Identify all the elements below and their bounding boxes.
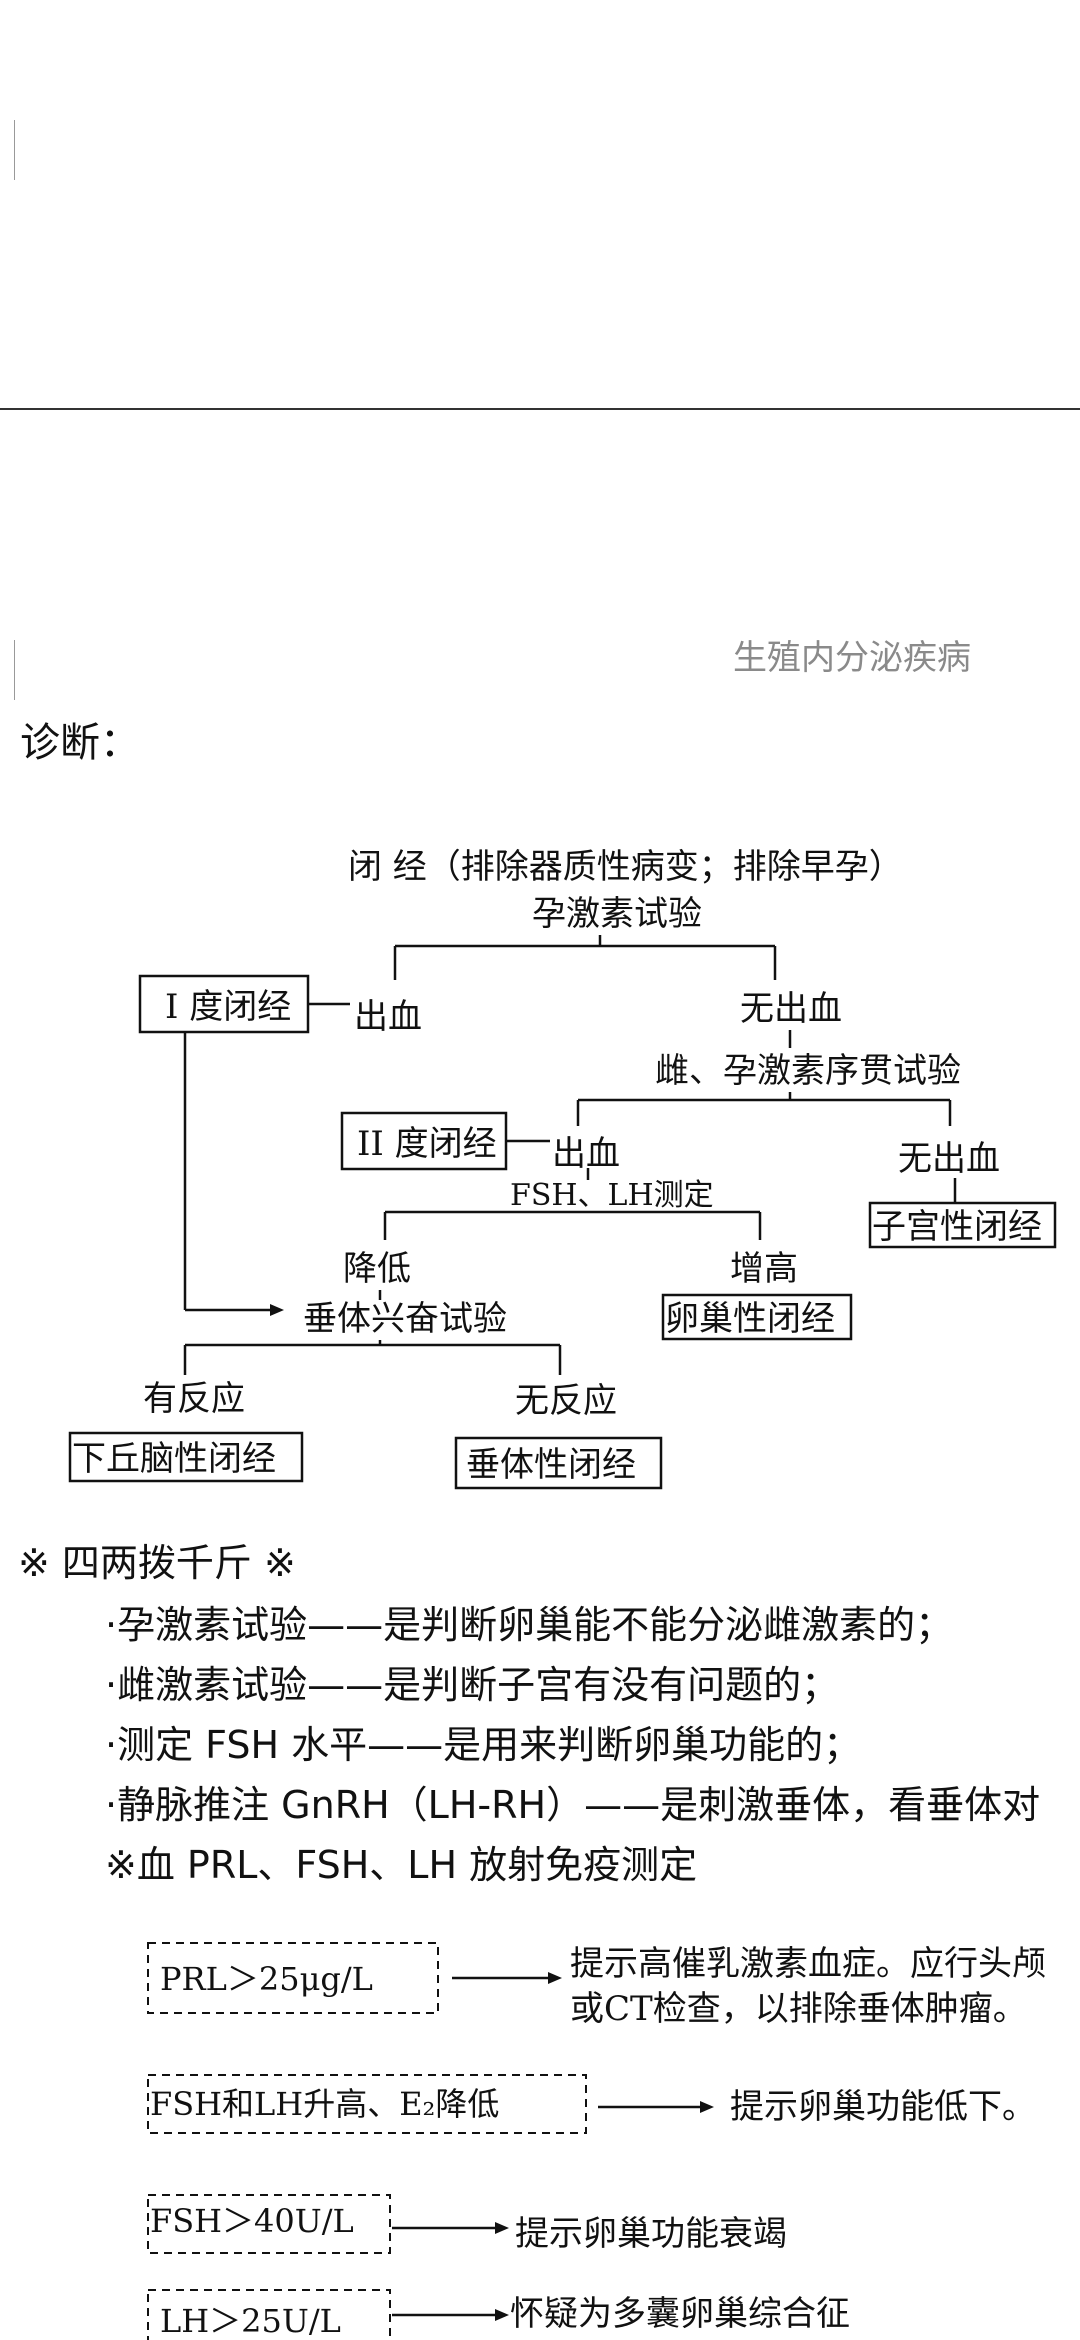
- arrowhead: [700, 2101, 714, 2113]
- tip-line: ·静脉推注 GnRH（LH-RH）——是刺激垂体，看垂体对: [105, 1783, 1041, 1827]
- flow-decreased: 降低: [343, 1249, 411, 1289]
- flow-response: 有反应: [143, 1379, 245, 1419]
- arrowhead: [495, 2309, 509, 2321]
- tips-title: ※ 四两拨千斤 ※: [18, 1541, 296, 1585]
- lab-result: 提示卵巢功能衰竭: [515, 2214, 787, 2254]
- uterine-box: [868, 1201, 1057, 1249]
- arrowhead: [548, 1972, 562, 1984]
- flow-degree1: I 度闭经: [165, 987, 291, 1027]
- tip-line: ·测定 FSH 水平——是用来判断卵巢功能的；: [105, 1723, 862, 1767]
- diagnosis-heading: 诊断：: [20, 720, 140, 766]
- flow-hypothalamic: 下丘脑性闭经: [72, 1439, 276, 1479]
- flow-start: 闭 经（排除器质性病变；排除早孕）: [348, 847, 903, 887]
- page-divider: [0, 408, 1080, 410]
- tip-line: ·雌激素试验——是判断子宫有没有问题的；: [105, 1663, 840, 1707]
- flow-pituitary: 垂体性闭经: [466, 1445, 636, 1485]
- flow-ep-test: 雌、孕激素序贯试验: [655, 1051, 961, 1091]
- ovarian-box: [661, 1293, 853, 1341]
- flow-progesterone-test: 孕激素试验: [532, 894, 702, 934]
- flow-bleeding-2: 出血: [552, 1134, 620, 1174]
- lab-result: 或CT检查，以排除垂体肿瘤。: [570, 1989, 1027, 2029]
- flow-no-response: 无反应: [515, 1381, 617, 1421]
- lab-condition-box: [147, 2194, 391, 2254]
- flow-increased: 增高: [730, 1249, 798, 1289]
- lab-condition: FSH＞40U/L: [150, 2202, 354, 2240]
- lab-condition: FSH和LH升高、E₂降低: [150, 2085, 499, 2123]
- lab-condition-box: [147, 2289, 391, 2340]
- arrowhead: [495, 2222, 509, 2234]
- flow-fsh-lh: FSH、LH测定: [510, 1178, 714, 1213]
- flow-no-bleeding-1: 无出血: [740, 989, 842, 1029]
- flow-bleeding-1: 出血: [354, 997, 422, 1037]
- lab-condition: LH＞25U/L: [160, 2302, 341, 2340]
- lab-condition-box: [147, 1942, 439, 2014]
- lab-condition-box: [147, 2074, 587, 2134]
- lab-result: 提示高催乳激素血症。应行头颅: [570, 1944, 1046, 1984]
- page-corner-mark: [0, 120, 15, 180]
- pituitary-box: [454, 1436, 663, 1490]
- flow-pituitary-test: 垂体兴奋试验: [303, 1299, 507, 1339]
- lab-condition: PRL＞25μg/L: [160, 1960, 373, 1998]
- tip-line: ·孕激素试验——是判断卵巢能不能分泌雌激素的；: [105, 1603, 954, 1647]
- flow-no-bleeding-2: 无出血: [898, 1139, 1000, 1179]
- lab-result: 提示卵巢功能低下。: [730, 2087, 1036, 2127]
- blood-test-title: ※血 PRL、FSH、LH 放射免疫测定: [105, 1843, 698, 1887]
- flow-degree2: II 度闭经: [357, 1124, 497, 1164]
- arrowhead: [270, 1304, 284, 1316]
- flow-ovarian: 卵巢性闭经: [665, 1299, 835, 1339]
- flow-uterine: 子宫性闭经: [872, 1207, 1042, 1247]
- hypothalamic-box: [68, 1431, 304, 1483]
- section-label: 生殖内分泌疾病: [733, 638, 971, 678]
- lab-result: 怀疑为多囊卵巢综合征: [510, 2294, 850, 2334]
- page-corner-mark: [0, 640, 15, 700]
